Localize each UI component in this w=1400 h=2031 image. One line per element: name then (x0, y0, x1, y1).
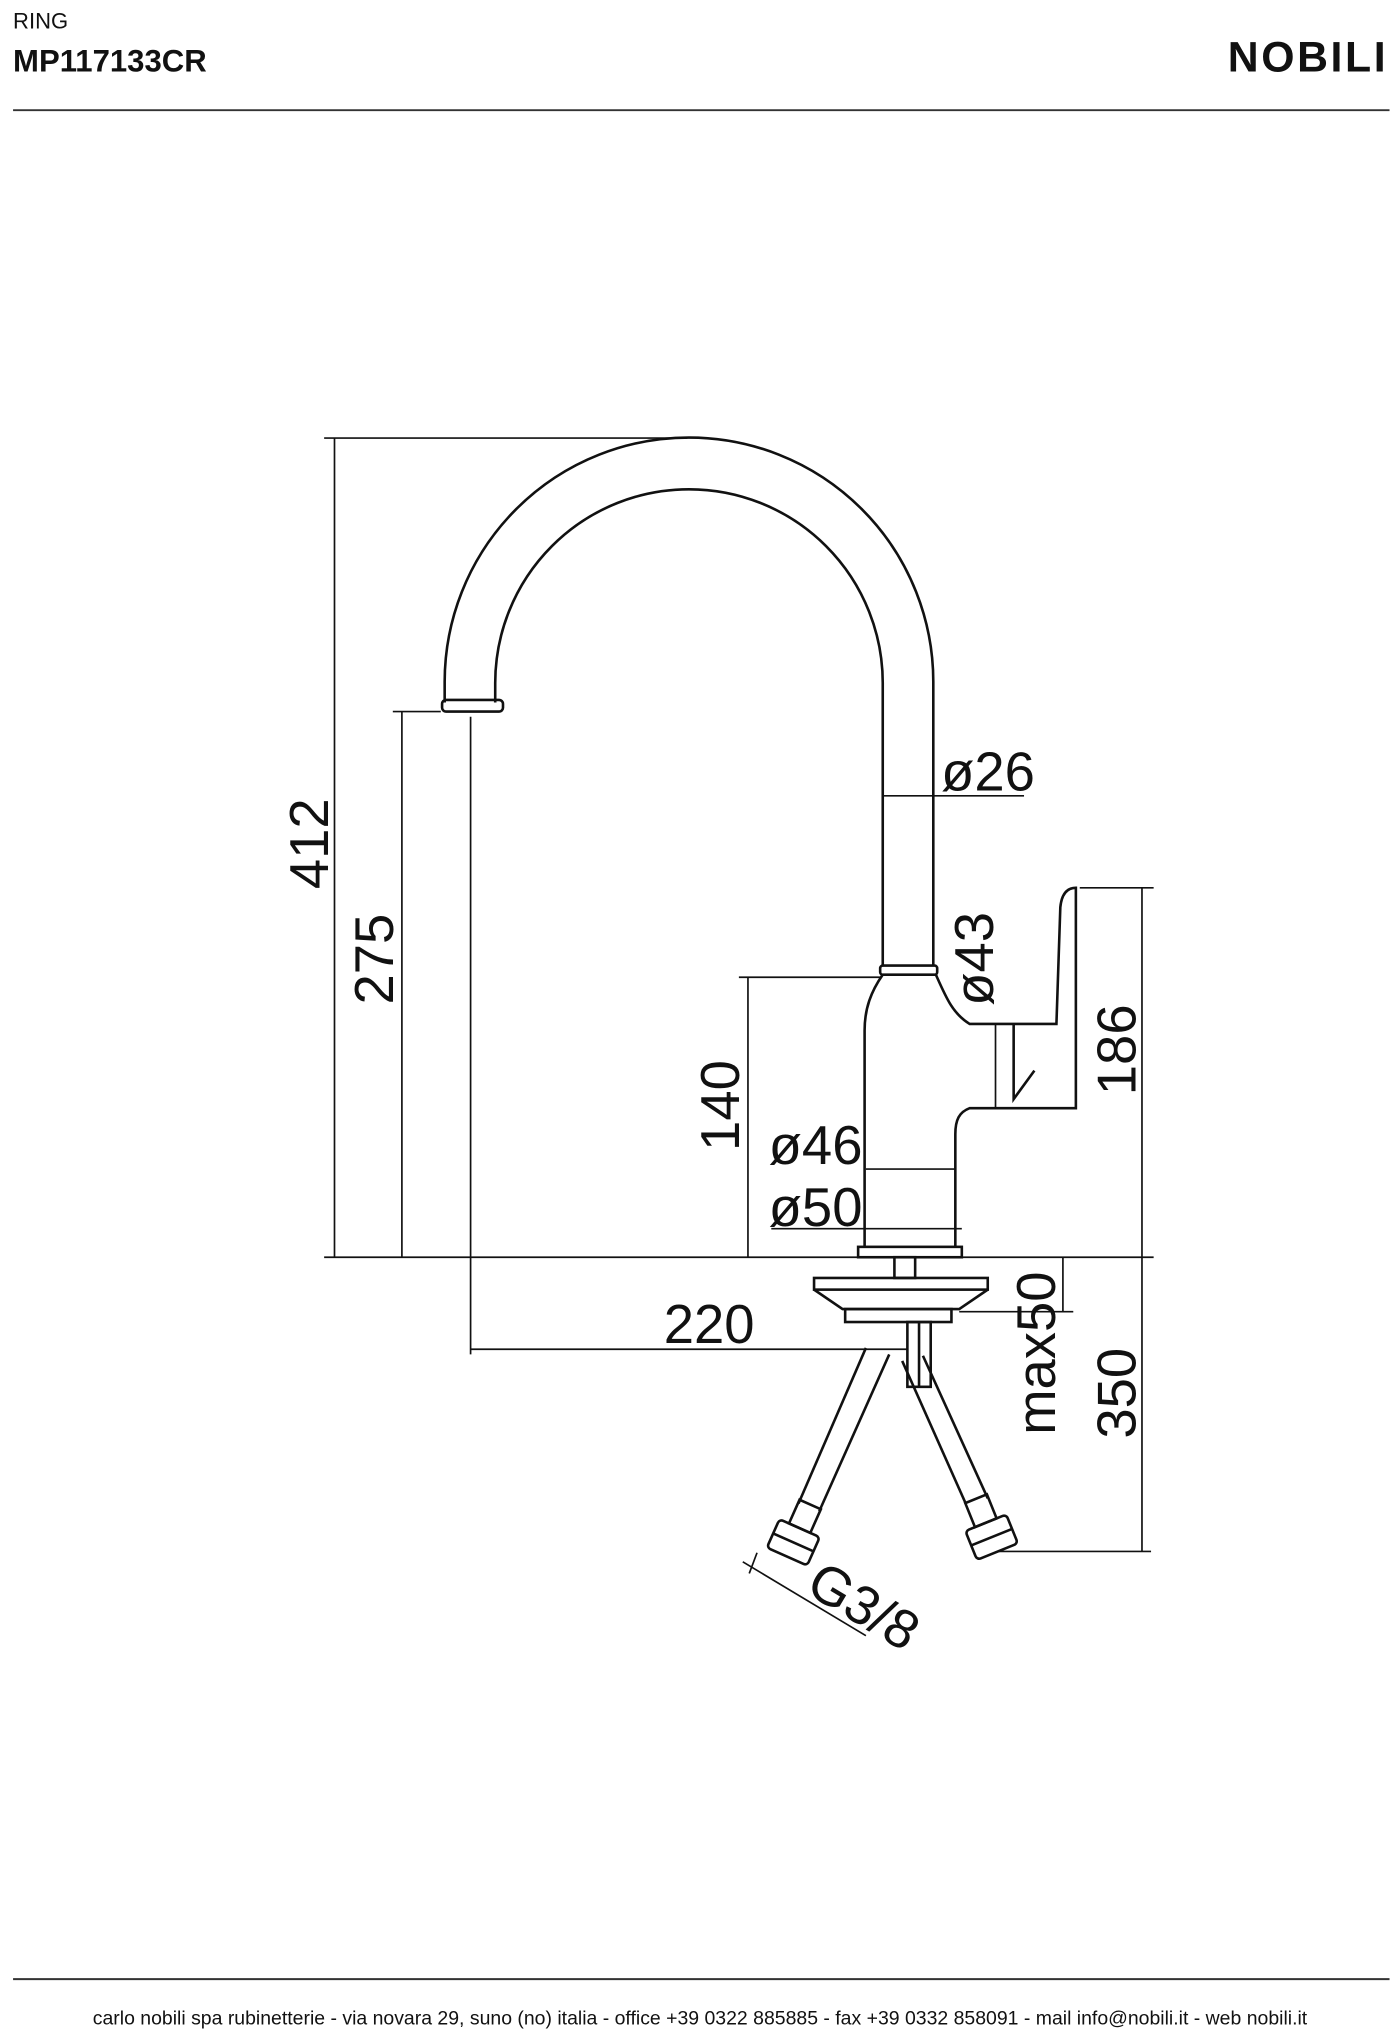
collection-name: RING (13, 9, 68, 34)
footer-contact: carlo nobili spa rubinetterie - via nova… (93, 2008, 1308, 2030)
dim-base-diameter: ø50 (769, 1177, 863, 1238)
dim-spout-height: 275 (344, 914, 405, 1005)
dim-spout-diameter: ø26 (941, 742, 1035, 803)
dim-total-height: 412 (279, 798, 340, 889)
dim-max-deck: max50 (1006, 1271, 1067, 1434)
dim-neck-diameter: ø43 (944, 912, 1005, 1006)
dim-connection: G3/8 (798, 1550, 931, 1663)
brand-logo: NOBILI (1228, 33, 1388, 81)
dim-spout-reach: 220 (664, 1294, 755, 1355)
dim-lever-height: 186 (1086, 1004, 1147, 1095)
dimension-lines (324, 437, 1154, 1637)
dim-body-height: 140 (690, 1060, 751, 1151)
dim-body-diameter: ø46 (769, 1115, 863, 1176)
dim-hose-length: 350 (1086, 1348, 1147, 1439)
product-code: MP117133CR (13, 43, 207, 78)
faucet-outline (440, 436, 1078, 1566)
